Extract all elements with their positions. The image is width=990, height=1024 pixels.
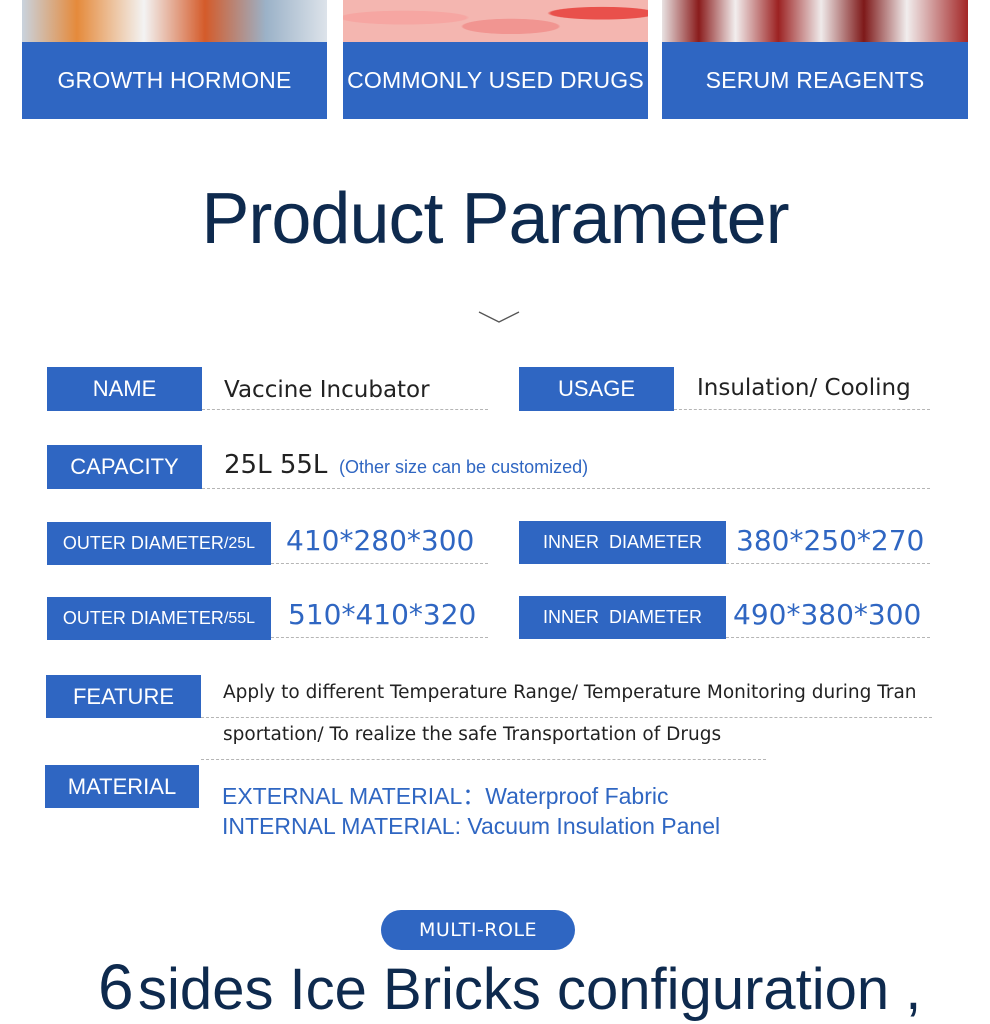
- category-growth-hormone[interactable]: GROWTH HORMONE: [22, 0, 327, 119]
- headline-text: sides Ice Bricks configuration ,: [138, 957, 922, 1022]
- outer-diameter-text: OUTER DIAMETER: [62, 608, 224, 628]
- serum-reagents-image: [662, 0, 968, 44]
- size-suffix: /55L: [223, 609, 256, 627]
- divider: [202, 488, 930, 489]
- section-title: Product Parameter: [201, 179, 789, 259]
- internal-material: INTERNAL MATERIAL: Vacuum Insulation Pan…: [222, 813, 721, 839]
- multi-role-badge: MULTI-ROLE: [381, 910, 575, 950]
- name-value: Vaccine Incubator: [224, 377, 430, 403]
- outer-diameter-text: OUTER DIAMETER: [62, 533, 224, 553]
- headline-number: 6: [98, 951, 134, 1023]
- divider: [201, 717, 932, 718]
- divider: [202, 409, 488, 410]
- outer-diameter-25l-label: OUTER DIAMETER/25L: [47, 522, 271, 565]
- ice-bricks-headline: 6 sides Ice Bricks configuration ,: [98, 950, 921, 1024]
- name-label: NAME: [47, 367, 202, 411]
- category-label: COMMONLY USED DRUGS: [343, 42, 648, 119]
- feature-line-2: sportation/ To realize the safe Transpor…: [223, 724, 722, 745]
- inner-diameter-25l-label: INNER DIAMETER: [519, 521, 726, 564]
- capacity-note: (Other size can be customized): [339, 457, 589, 477]
- capacity-label: CAPACITY: [47, 445, 202, 489]
- material-label: MATERIAL: [45, 765, 199, 808]
- growth-hormone-image: [22, 0, 327, 44]
- category-commonly-used-drugs[interactable]: COMMONLY USED DRUGS: [343, 0, 648, 119]
- category-label: GROWTH HORMONE: [22, 42, 327, 119]
- external-material: EXTERNAL MATERIAL：Waterproof Fabric: [222, 783, 669, 809]
- divider: [674, 409, 930, 410]
- chevron-down-icon: [478, 311, 520, 323]
- usage-value: Insulation/ Cooling: [697, 375, 911, 401]
- size-suffix: /25L: [223, 534, 256, 552]
- divider: [271, 563, 488, 564]
- feature-label: FEATURE: [46, 675, 201, 718]
- inner-diameter-55l-label: INNER DIAMETER: [519, 596, 726, 639]
- feature-line-1: Apply to different Temperature Range/ Te…: [223, 682, 917, 703]
- category-label: SERUM REAGENTS: [662, 42, 968, 119]
- category-serum-reagents[interactable]: SERUM REAGENTS: [662, 0, 968, 119]
- outer-diameter-25l-value: 410*280*300: [286, 524, 475, 557]
- divider: [271, 637, 488, 638]
- divider: [726, 637, 930, 638]
- inner-diameter-25l-value: 380*250*270: [736, 524, 925, 557]
- usage-label: USAGE: [519, 367, 674, 411]
- outer-diameter-55l-value: 510*410*320: [288, 598, 477, 631]
- outer-diameter-55l-label: OUTER DIAMETER/55L: [47, 597, 271, 640]
- capacity-value: 25L 55L: [224, 450, 328, 480]
- divider: [726, 563, 930, 564]
- inner-diameter-55l-value: 490*380*300: [733, 598, 922, 631]
- drugs-image: [343, 0, 648, 44]
- divider: [201, 759, 766, 760]
